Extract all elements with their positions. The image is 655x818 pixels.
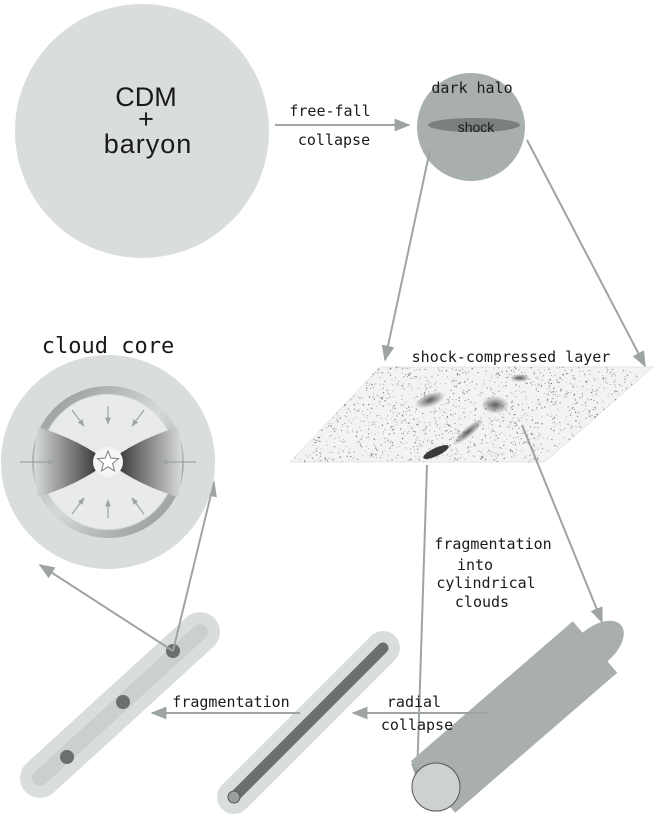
halo-to-layer-right-arrow [526,139,646,368]
cdm-label: CDM [115,82,177,112]
frag-cyl-line2: into [457,556,493,574]
halo-to-layer-left-arrow [381,149,431,362]
cloud-core [1,355,215,569]
fragmented-filament [20,612,220,798]
fragmentation-label: fragmentation [172,693,289,711]
layer-to-cylinder-left-arrow [411,464,428,780]
radial-collapse-label: collapse [381,716,453,734]
baryon-label: baryon [104,129,193,159]
collapsed-filament [217,631,400,814]
frag-cyl-line3: cylindrical [436,574,535,592]
freefall-arrow: free-fall collapse [275,102,411,149]
freefall-label: free-fall [289,102,370,120]
zoom-line-left [38,564,174,652]
radial-collapse-arrow: radial collapse [351,693,488,734]
star-icon [96,449,120,472]
frag-cyl-line1: fragmentation [434,535,551,553]
shock-compressed-layer [289,366,654,463]
layer-label: shock-compressed layer [412,348,611,366]
core-dot [116,695,130,709]
cloud-core-label: cloud core [42,334,174,359]
radial-label: radial [387,693,441,711]
shock-label: shock [458,119,496,135]
core-dot [60,750,74,764]
dark-halo: dark halo shock [417,73,525,181]
layer-to-cylinder-right-arrow [521,424,603,624]
frag-cyl-line4: clouds [455,593,509,611]
plus-label: + [138,104,154,134]
fragmentation-cyl-label: fragmentation into cylindrical clouds [434,535,551,611]
fragmentation-arrow: fragmentation [150,693,300,720]
cdm-baryon-sphere: CDM + baryon [15,4,269,258]
dark-halo-label: dark halo [431,79,512,97]
zoom-line-right [172,480,217,652]
cylindrical-cloud [410,620,624,813]
collapse-label: collapse [298,131,370,149]
